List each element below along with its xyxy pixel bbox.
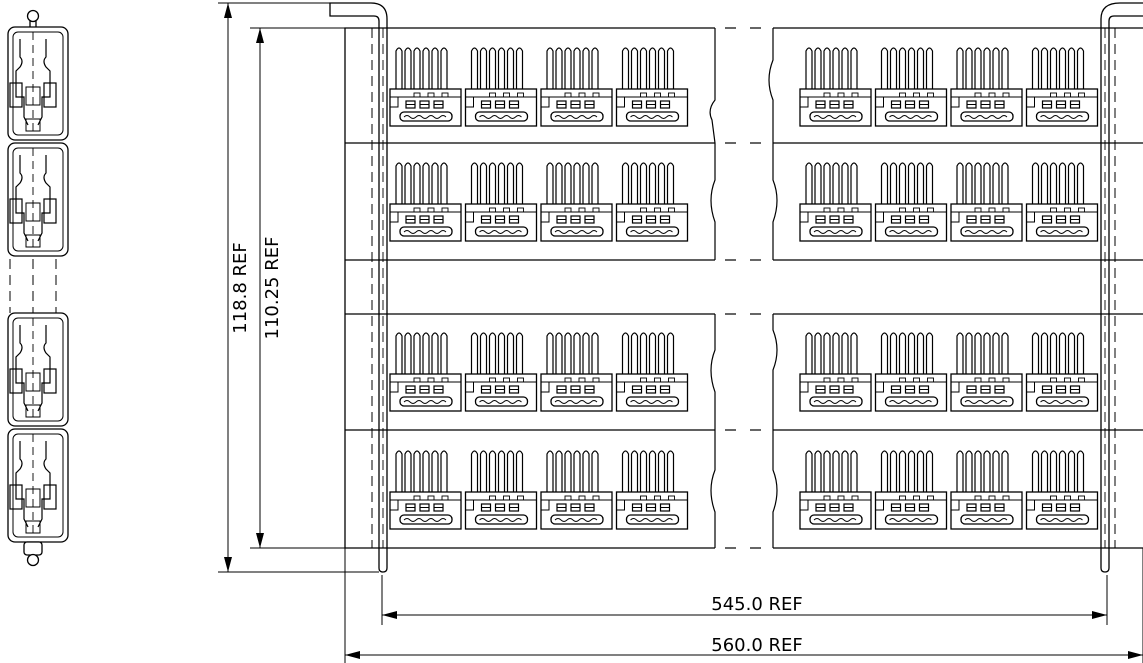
dimension-label-inner-width: 545.0 REF (711, 594, 803, 615)
connector-2-right-4 (1025, 162, 1099, 242)
connector-2-right-1 (799, 162, 872, 242)
left-handle-rod (329, 2, 388, 573)
connector-1-right-4 (1025, 47, 1099, 127)
connector-1-left-3 (540, 47, 613, 127)
connector-4-left-3 (540, 450, 613, 530)
connector-3-left-1 (389, 332, 462, 412)
dimension-arrows (224, 3, 1143, 659)
connector-3-right-1 (799, 332, 872, 412)
connector-2-left-4 (615, 162, 689, 242)
connector-3-right-2 (874, 332, 948, 412)
connector-3-left-4 (615, 332, 689, 412)
connector-2-left-2 (464, 162, 538, 242)
connector-1-right-1 (799, 47, 872, 127)
connector-4-left-2 (464, 450, 538, 530)
dimension-label-overall-height: 118.8 REF (230, 242, 251, 334)
dimension-lines (218, 2, 1143, 663)
tray-top-view (329, 2, 1143, 573)
right-handle-rod (1100, 2, 1143, 573)
connector-1-right-2 (874, 47, 948, 127)
connector-3-left-2 (464, 332, 538, 412)
connector-4-right-3 (950, 450, 1023, 530)
dimension-label-overall-width: 560.0 REF (711, 635, 803, 656)
connector-1-left-4 (615, 47, 689, 127)
connector-4-left-4 (615, 450, 689, 530)
connector-2-right-3 (950, 162, 1023, 242)
connector-1-right-3 (950, 47, 1023, 127)
connector-2-right-2 (874, 162, 948, 242)
connector-1-left-1 (389, 47, 462, 127)
side-elevation-view (7, 9, 69, 567)
connector-grid (389, 47, 1099, 530)
connector-3-right-3 (950, 332, 1023, 412)
connector-3-left-3 (540, 332, 613, 412)
connector-4-right-2 (874, 450, 948, 530)
connector-3-right-4 (1025, 332, 1099, 412)
connector-2-left-3 (540, 162, 613, 242)
connector-2-left-1 (389, 162, 462, 242)
connector-4-left-1 (389, 450, 462, 530)
break-lines (709, 28, 778, 548)
dimension-label-inner-height: 110.25 REF (262, 237, 283, 340)
connector-1-left-2 (464, 47, 538, 127)
connector-4-right-1 (799, 450, 872, 530)
connector-4-right-4 (1025, 450, 1099, 530)
